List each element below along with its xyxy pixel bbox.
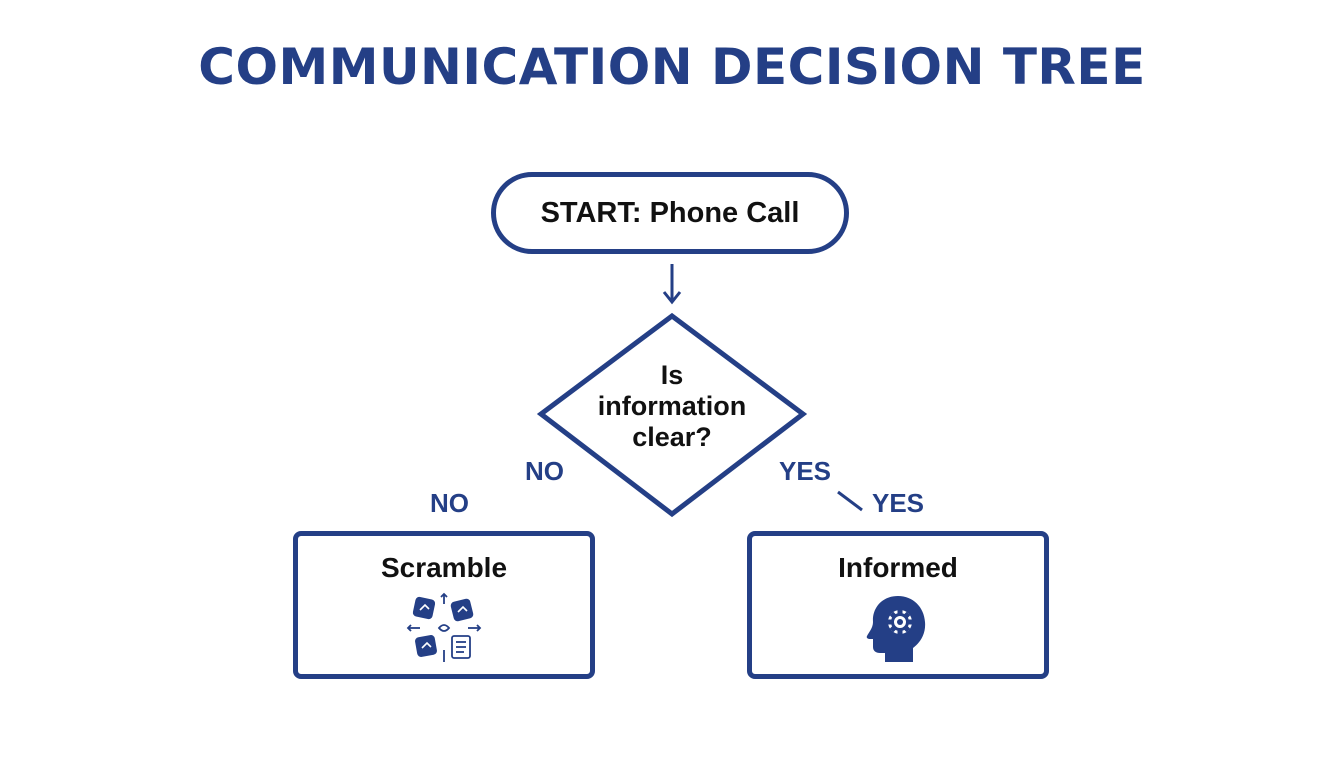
yes-connector-mark <box>837 490 863 512</box>
outcome-no-box: Scramble <box>293 531 595 679</box>
scattered-pieces-icon <box>406 592 482 662</box>
decision-line-3: clear? <box>632 422 712 452</box>
no-label-far: NO <box>430 488 469 518</box>
outcome-no-label: Scramble <box>380 552 508 583</box>
yes-label-far: YES <box>872 488 925 518</box>
decision-line-2: information <box>597 391 747 421</box>
decision-line-1: Is <box>660 360 684 390</box>
decision-question: Is information clear? <box>560 360 784 453</box>
page-title: COMMUNICATION DECISION TREE <box>198 38 1146 96</box>
start-label: START: Phone Call <box>540 196 800 229</box>
outcome-yes-label: Informed <box>838 552 958 583</box>
no-label-near: NO <box>525 456 564 486</box>
start-node: START: Phone Call <box>491 172 849 254</box>
yes-label-near: YES <box>779 456 832 486</box>
outcome-yes-box: Informed <box>747 531 1049 679</box>
arrow-head <box>662 291 682 305</box>
head-gear-icon <box>866 596 926 662</box>
